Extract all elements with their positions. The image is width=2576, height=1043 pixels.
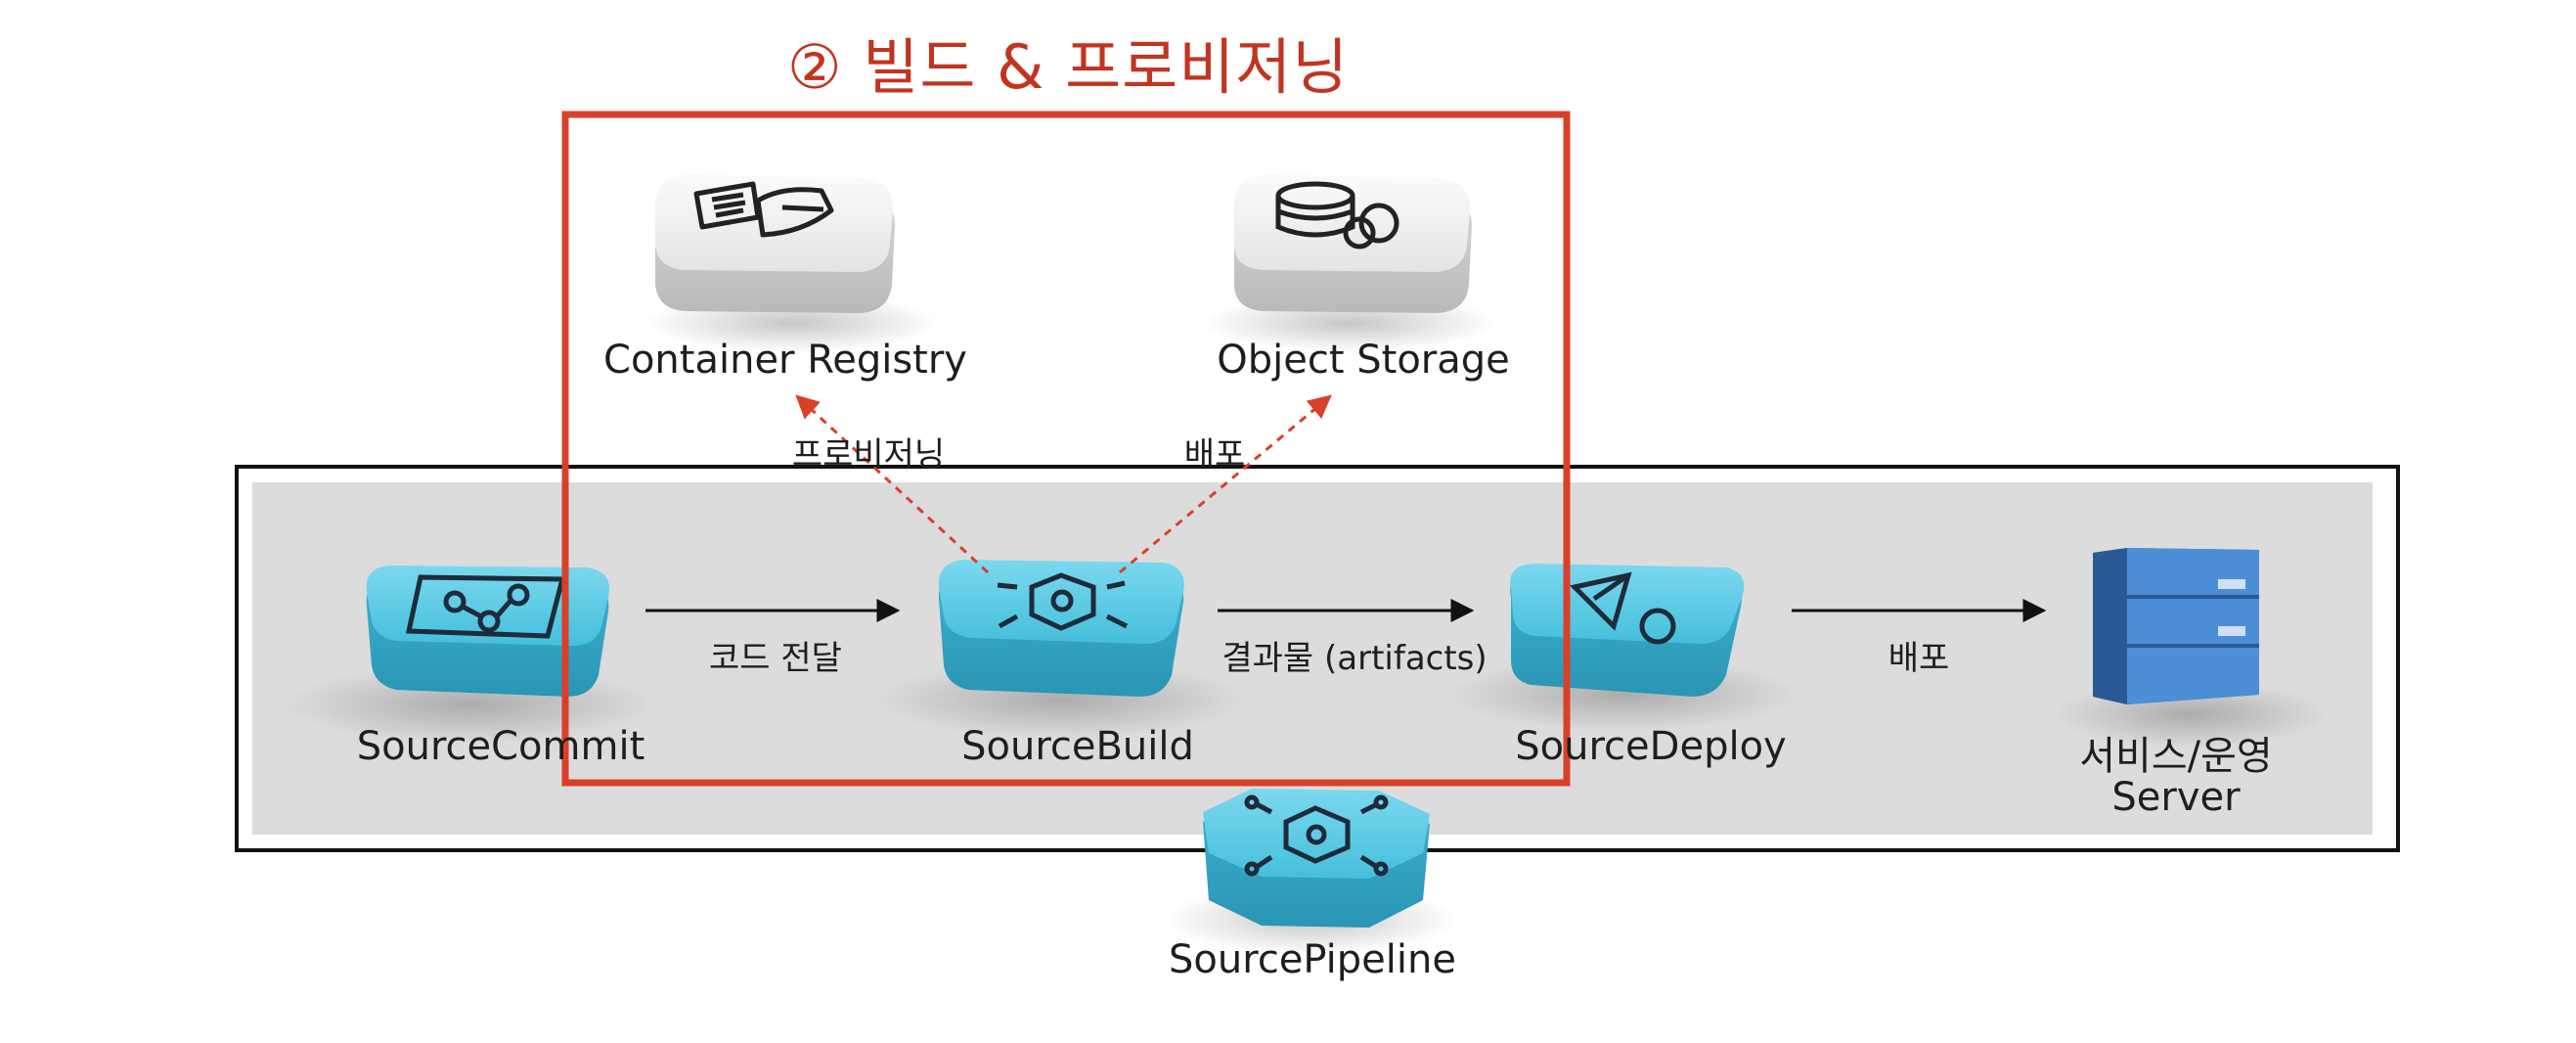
edge-label-deploy-storage: 배포 bbox=[1183, 435, 1246, 475]
section-title: ② 빌드 & 프로비저닝 bbox=[787, 31, 1350, 103]
source-pipeline-icon bbox=[1244, 794, 1389, 877]
source-commit-icon bbox=[405, 574, 566, 639]
label-container-registry: Container Registry bbox=[603, 338, 967, 383]
source-commit-tile bbox=[366, 566, 610, 697]
edge-label-provisioning: 프로비저닝 bbox=[791, 435, 946, 475]
source-deploy-tile bbox=[1510, 564, 1745, 697]
edge-label-artifacts: 결과물 (artifacts) bbox=[1221, 639, 1488, 678]
object-storage-icon bbox=[1275, 181, 1399, 249]
source-build-icon bbox=[997, 572, 1129, 631]
label-server: Server bbox=[2111, 775, 2241, 820]
edge-label-code-transfer: 코드 전달 bbox=[709, 639, 842, 678]
source-deploy-icon bbox=[1569, 571, 1676, 645]
object-storage-tile bbox=[1233, 174, 1472, 313]
server-icon bbox=[2093, 548, 2259, 704]
source-build-tile bbox=[938, 560, 1184, 697]
label-source-pipeline: SourcePipeline bbox=[1169, 937, 1456, 982]
container-registry-icon bbox=[693, 181, 834, 238]
arrow-deploy-storage bbox=[1119, 394, 1332, 574]
label-server-service: 서비스/운영 bbox=[2079, 734, 2273, 779]
label-source-build: SourceBuild bbox=[961, 724, 1194, 769]
label-source-commit: SourceCommit bbox=[356, 724, 645, 769]
label-object-storage: Object Storage bbox=[1217, 338, 1510, 383]
edge-label-deploy-server: 배포 bbox=[1888, 639, 1950, 678]
label-source-deploy: SourceDeploy bbox=[1515, 724, 1787, 769]
source-pipeline-tile bbox=[1203, 789, 1430, 928]
highlight-box bbox=[561, 111, 1571, 787]
container-registry-tile bbox=[654, 174, 895, 313]
pipeline-band bbox=[252, 482, 2373, 835]
